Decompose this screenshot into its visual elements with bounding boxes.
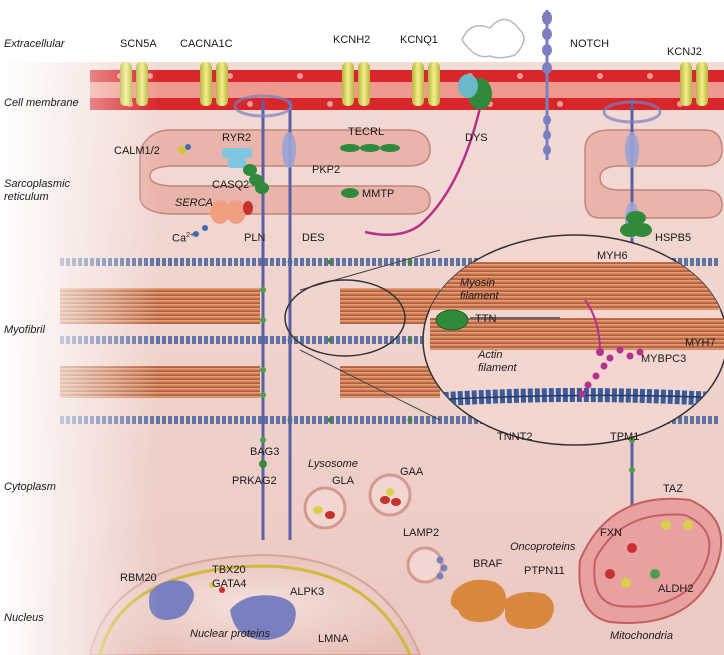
label-myh7: MYH7	[685, 337, 716, 349]
label-des: DES	[302, 232, 325, 244]
label-tecrl: TECRL	[348, 126, 385, 138]
label-alpk3: ALPK3	[290, 586, 325, 598]
label-prkag2: PRKAG2	[232, 475, 277, 487]
label-tbx20: TBX20	[212, 564, 246, 576]
label-gaa: GAA	[400, 466, 424, 478]
label-mybpc3: MYBPC3	[641, 353, 687, 365]
label-oncoproteins: Oncoproteins	[510, 541, 576, 553]
label-kcnj2: KCNJ2	[667, 46, 702, 58]
label-lamp2: LAMP2	[403, 527, 440, 539]
label-tpm1: TPM1	[610, 431, 640, 443]
label-rbm20: RBM20	[120, 572, 157, 584]
label-nuclear-proteins: Nuclear proteins	[190, 628, 271, 640]
label-myh6: MYH6	[597, 250, 628, 262]
label-myosin-filament-line2: filament	[460, 289, 499, 302]
label-scn5a: SCN5A	[120, 38, 157, 50]
label-actin-filament-line2: filament	[478, 361, 517, 374]
label-actin-filament: Actin filament	[478, 349, 517, 374]
label-ca: Ca2+	[172, 232, 194, 245]
label-aldh2: ALDH2	[658, 583, 694, 595]
label-fxn: FXN	[600, 527, 622, 539]
label-lysosome: Lysosome	[308, 458, 358, 470]
label-kcnh2: KCNH2	[333, 34, 371, 46]
label-pln: PLN	[244, 232, 266, 244]
label-notch: NOTCH	[570, 38, 610, 50]
region-extracellular: Extracellular	[4, 38, 65, 50]
label-pkp2: PKP2	[312, 164, 341, 176]
label-braf: BRAF	[473, 558, 503, 570]
label-ptpn11: PTPN11	[524, 565, 565, 577]
region-cell-membrane: Cell membrane	[4, 97, 79, 109]
label-bag3: BAG3	[250, 446, 280, 458]
label-cacna1c: CACNA1C	[180, 38, 233, 50]
label-mmtp: MMTP	[362, 188, 395, 200]
region-cytoplasm: Cytoplasm	[4, 481, 56, 493]
label-ryr2: RYR2	[222, 132, 252, 144]
label-ca-charge: 2+	[186, 232, 195, 239]
label-lmna: LMNA	[318, 633, 349, 645]
label-tnnt2: TNNT2	[497, 431, 533, 443]
label-mitochondria: Mitochondria	[610, 630, 673, 642]
label-hspb5: HSPB5	[655, 232, 692, 244]
region-sr-line1: Sarcoplasmic	[4, 178, 71, 190]
label-taz: TAZ	[663, 483, 683, 495]
region-myofibril: Myofibril	[4, 324, 45, 336]
label-actin-filament-line1: Actin	[478, 349, 503, 361]
label-ttn: TTN	[475, 313, 497, 325]
label-ca-ion: Ca	[172, 232, 187, 245]
label-kcnq1: KCNQ1	[400, 34, 438, 46]
label-gla: GLA	[332, 475, 355, 487]
label-dys: DYS	[465, 132, 488, 144]
region-nucleus: Nucleus	[4, 612, 44, 624]
label-gata4: GATA4	[212, 578, 247, 590]
label-myosin-filament-line1: Myosin	[460, 277, 495, 289]
label-myosin-filament: Myosin filament	[460, 277, 499, 302]
label-calm: CALM1/2	[114, 145, 160, 157]
label-casq2: CASQ2	[212, 179, 250, 191]
region-sarcoplasmic-reticulum: Sarcoplasmic reticulum	[4, 178, 70, 204]
label-serca: SERCA	[175, 197, 213, 209]
region-sr-line2: reticulum	[4, 191, 49, 204]
